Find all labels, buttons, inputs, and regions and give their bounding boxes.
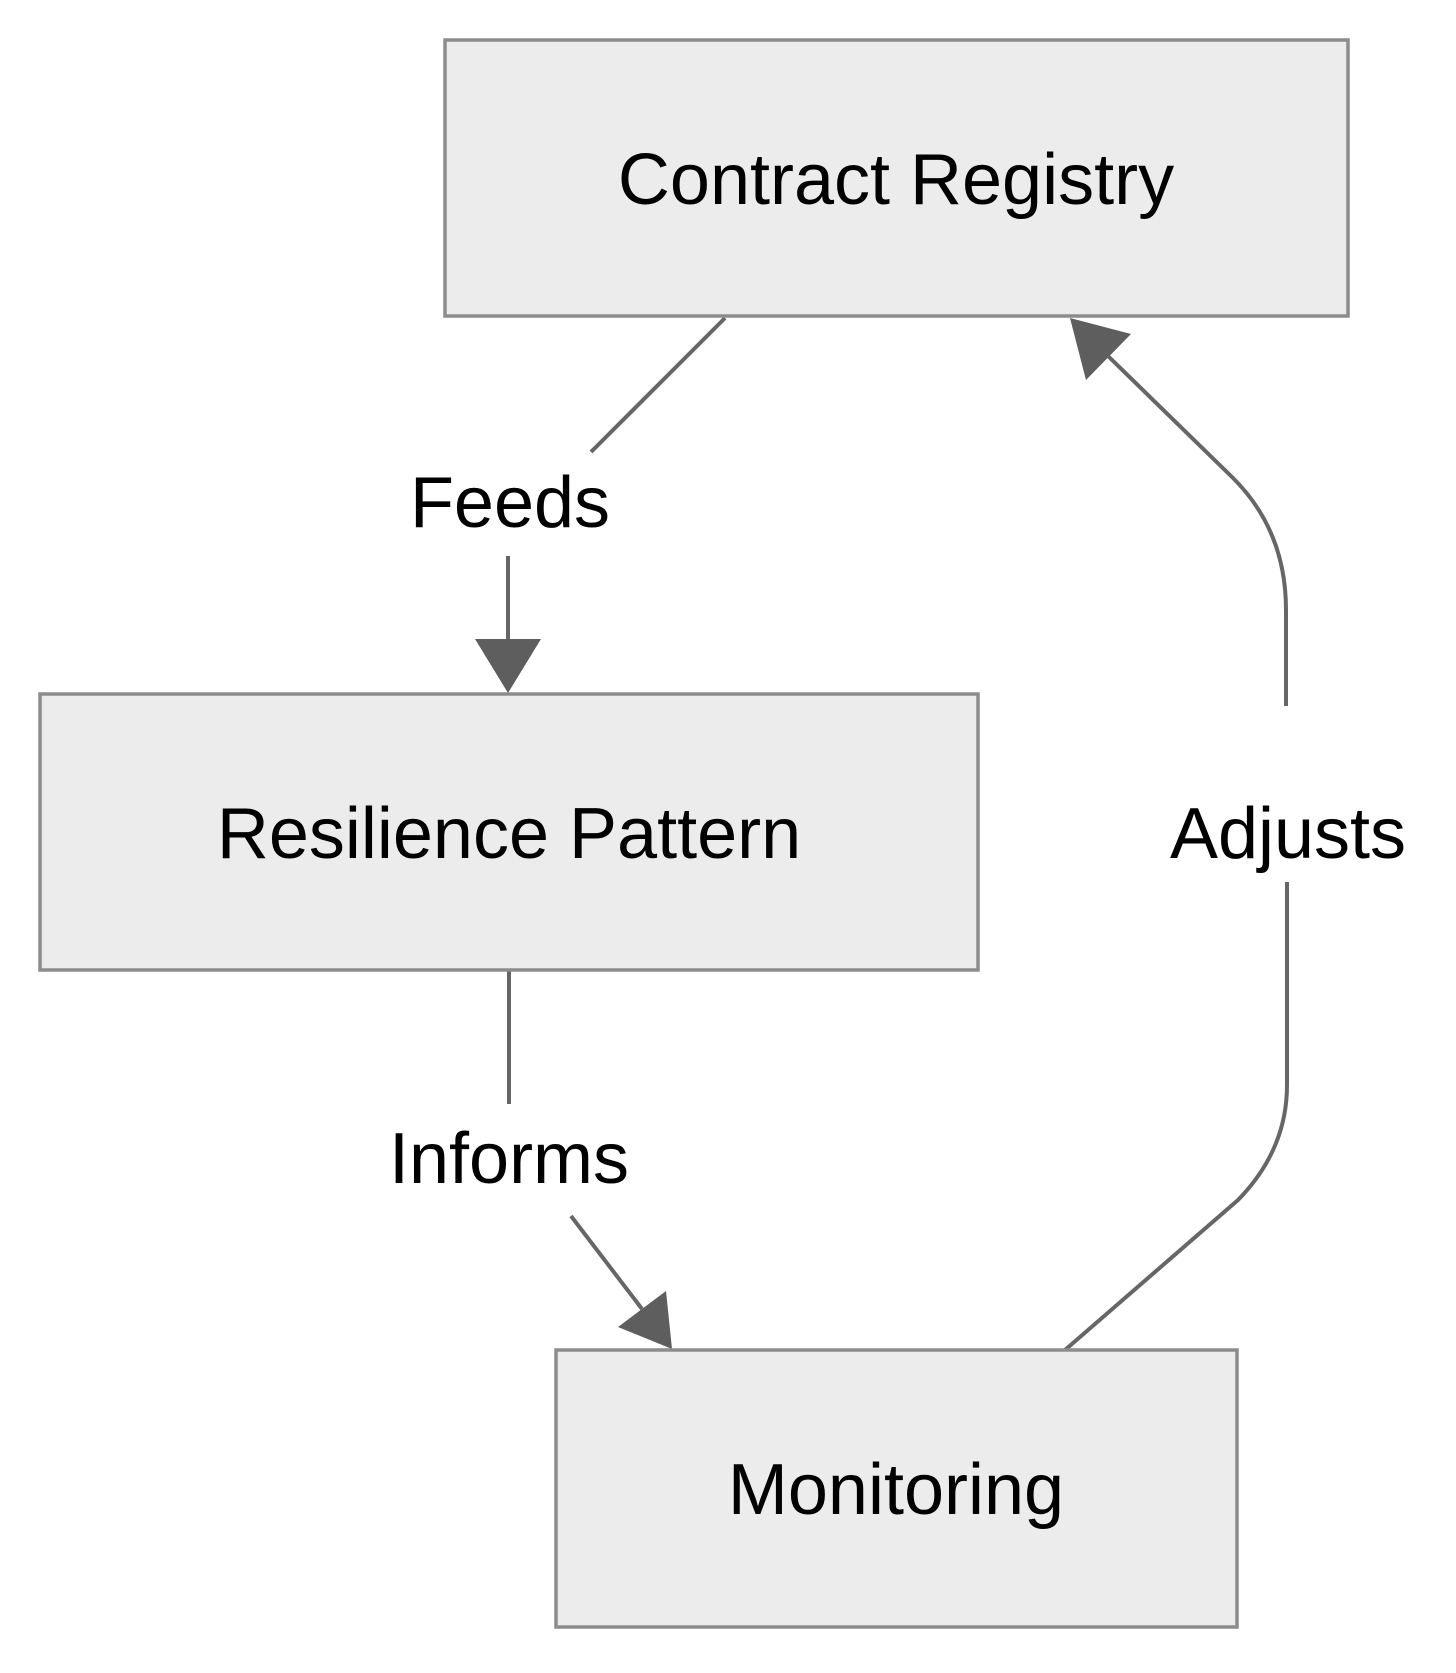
monitoring-box: [554, 1348, 1239, 1629]
edge-label-feeds: Feeds: [410, 463, 610, 543]
informs-edge-lower-segment: [569, 1214, 644, 1311]
feeds-edge-upper-segment: [589, 316, 727, 454]
adjusts-edge-upper-segment: [1106, 354, 1288, 706]
monitoring-label: Monitoring: [728, 1450, 1064, 1530]
node-resilience-pattern: Resilience Pattern: [38, 692, 980, 972]
resilience-pattern-box: [38, 692, 980, 972]
edge-label-informs: Informs: [389, 1119, 629, 1199]
contract-registry-label: Contract Registry: [618, 140, 1174, 220]
adjusts-arrow-up-left-icon: [1070, 318, 1131, 380]
node-contract-registry: Contract Registry: [443, 38, 1350, 318]
node-monitoring: Monitoring: [554, 1348, 1239, 1629]
edge-adjusts: Adjusts: [1063, 318, 1406, 1352]
informs-arrow-down-right-icon: [618, 1291, 672, 1349]
edge-informs: Informs: [389, 970, 672, 1349]
edge-feeds: Feeds: [410, 316, 727, 693]
adjusts-edge-lower-segment: [1063, 882, 1289, 1352]
contract-registry-box: [443, 38, 1350, 318]
resilience-pattern-label: Resilience Pattern: [217, 794, 801, 874]
feeds-arrow-down-icon: [475, 639, 541, 693]
edge-label-adjusts: Adjusts: [1170, 794, 1406, 874]
